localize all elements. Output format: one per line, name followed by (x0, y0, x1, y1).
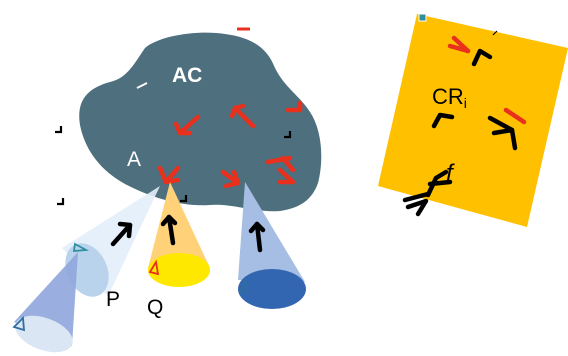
box-middle-arrow (431, 112, 455, 129)
label-cr-main: CR (432, 84, 464, 109)
box-top-arrow (447, 30, 498, 67)
black-arrow-cone-3 (248, 221, 266, 253)
black-arrow-cone-1 (110, 221, 133, 247)
label-a: A (127, 148, 141, 171)
box-right-arrow (487, 107, 527, 151)
triangle-marker-1 (72, 242, 90, 252)
label-cr: CRi (432, 84, 467, 111)
triangle-marker-3 (148, 259, 160, 276)
box-corner-marker (418, 13, 427, 22)
box-bottom-arrow (402, 169, 453, 217)
cone-yellow (148, 182, 210, 287)
red-arrow-4 (157, 165, 181, 185)
cone-blue-far-left (14, 252, 78, 353)
corner-bracket-3 (180, 195, 188, 203)
label-p: P (106, 288, 120, 311)
triangle-marker-4 (238, 277, 250, 294)
label-ac: AC (172, 64, 202, 87)
corner-bracket-2 (57, 198, 65, 206)
label-q: Q (147, 296, 163, 319)
label-f: f (446, 160, 455, 187)
ac-region (79, 32, 322, 212)
red-arrow-5 (220, 169, 241, 189)
cr-box (378, 13, 568, 227)
corner-bracket-4 (284, 131, 292, 139)
red-arrow-2 (229, 103, 256, 129)
triangle-marker-2 (12, 315, 26, 332)
corner-bracket-1 (55, 126, 63, 134)
red-arrow-6 (265, 155, 296, 185)
cone-blue-right (238, 182, 306, 309)
red-arrow-3 (285, 100, 303, 113)
red-arrow-1 (173, 114, 201, 136)
small-tick-mark (136, 82, 148, 89)
black-arrow-cone-2 (160, 214, 178, 246)
label-cr-subscript: i (464, 95, 467, 111)
